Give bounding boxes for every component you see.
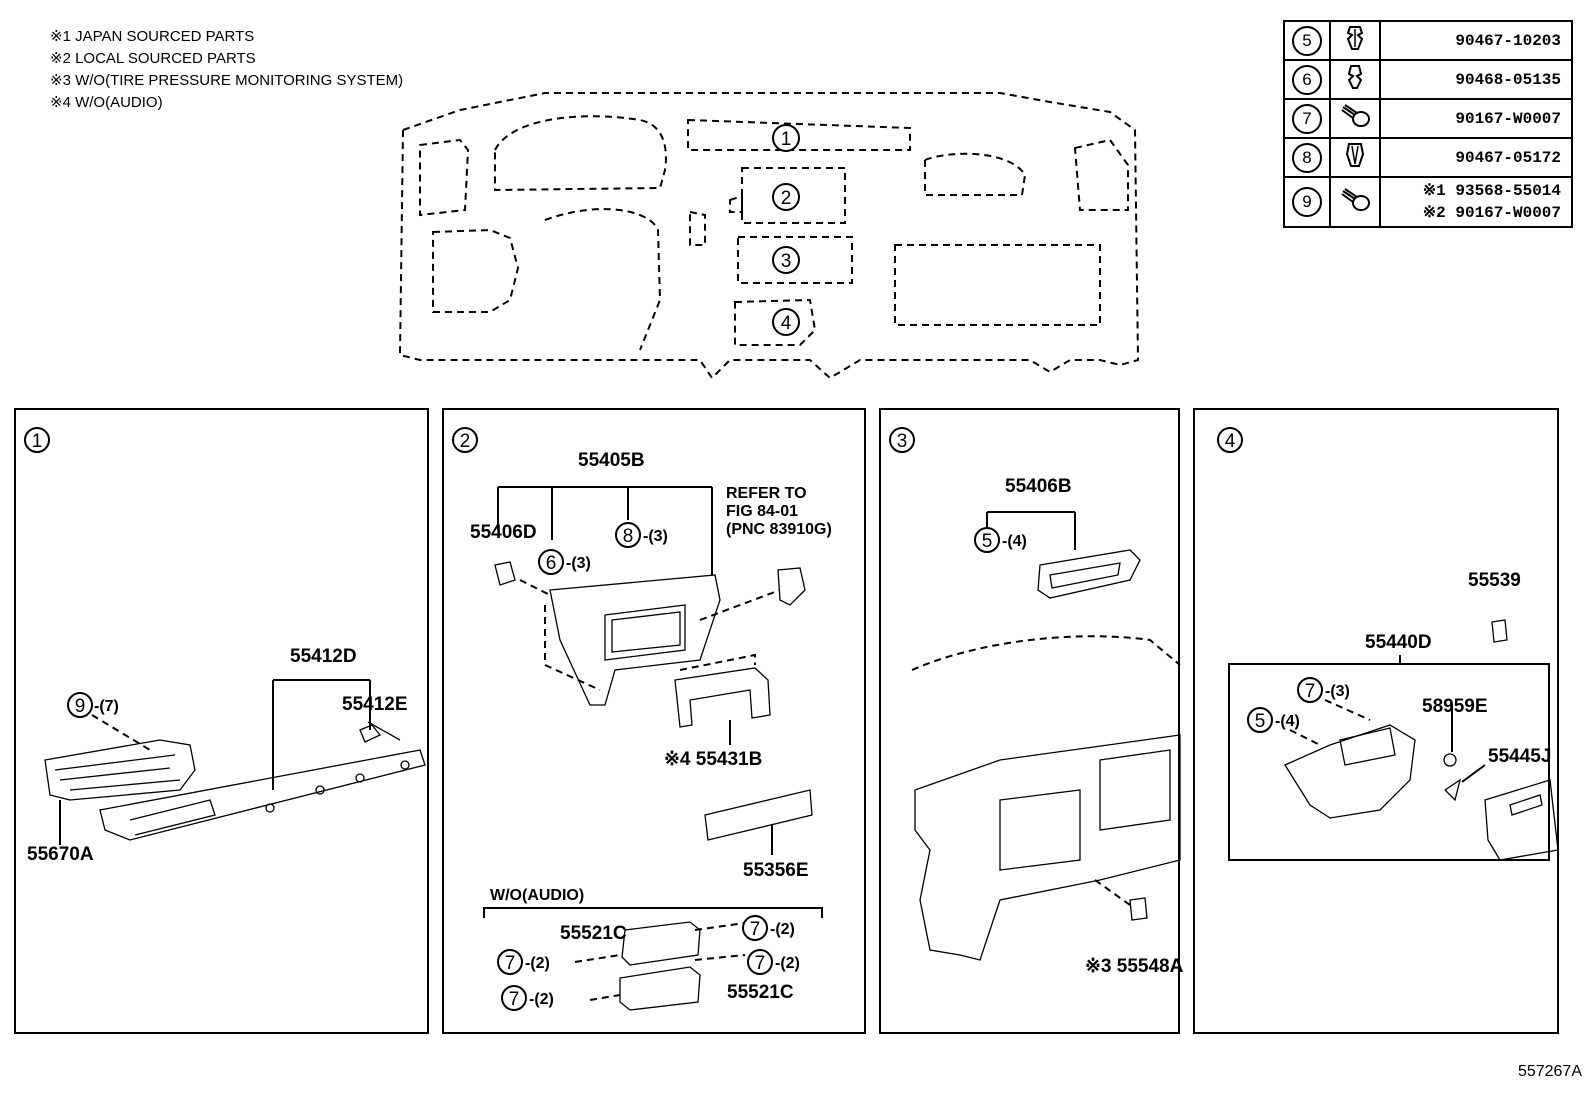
screw-callout: 9 [75,696,86,717]
legend-part-number: ※1 93568-55014 [1422,182,1561,200]
clip-qty: -(3) [566,555,591,572]
fastener-legend: 5 90467-10203 6 90468-05135 7 90167-W000… [1283,20,1573,228]
dashboard-overview [398,92,1140,380]
area-number: 2 [781,188,792,209]
note-2: ※2 LOCAL SOURCED PARTS [50,50,256,67]
part-label: 55539 [1468,570,1521,591]
screw-icon [1341,187,1370,211]
screw-qty: -(2) [529,991,554,1008]
part-label: 55356E [743,860,809,881]
part-label: 55440D [1365,632,1432,653]
diagram-code: 557267A [1517,1063,1582,1080]
panel-4-contents: 4 55539 55440D 7 -(3) 5 -(4) 58959E 5544… [1217,427,1559,861]
legend-row: 7 90167-W0007 [1283,98,1573,139]
clip-icon [1345,143,1365,167]
panel-number: 2 [460,431,471,452]
legend-row: 8 90467-05172 [1283,137,1573,178]
legend-number: 8 [1292,142,1322,173]
refer-note: REFER TO [726,485,807,502]
panel-number: 3 [897,431,908,452]
overview-callouts: 1 2 3 4 [772,124,800,336]
part-label: 55406B [1005,476,1072,497]
area-number: 1 [781,129,792,150]
refer-note: (PNC 83910G) [726,521,832,538]
clip-icon [1346,26,1364,50]
legend-row: 9 ※1 93568-55014 ※2 90167-W0007 [1283,176,1573,228]
clip-callout: 6 [546,553,557,574]
part-label: 55521C [560,923,627,944]
part-label: ※4 55431B [664,749,762,770]
note-3: ※3 W/O(TIRE PRESSURE MONITORING SYSTEM) [50,72,404,89]
detail-panel-2 [442,408,866,1034]
note-1: ※1 JAPAN SOURCED PARTS [50,28,255,45]
panel-number: 1 [32,431,43,452]
panel-3-contents: 3 55406B 5 -(4) ※3 55548A [889,427,1184,977]
clip-qty: -(4) [1002,533,1027,550]
legend-part-number: 90468-05135 [1379,59,1573,100]
part-label: 55406D [470,522,537,543]
screw-qty: -(2) [775,955,800,972]
part-label: ※3 55548A [1085,956,1184,977]
legend-part-number: 90467-10203 [1379,20,1573,61]
legend-number: 7 [1292,103,1322,134]
screw-callout: 7 [755,953,766,974]
area-number: 4 [781,313,792,334]
note-4: ※4 W/O(AUDIO) [50,94,163,111]
screw-qty: -(7) [94,698,119,715]
panel-number: 4 [1225,431,1236,452]
part-label: 55405B [578,450,645,471]
screw-qty: -(2) [525,955,550,972]
clip-callout: 8 [623,526,634,547]
clip-qty: -(4) [1275,713,1300,730]
legend-row: 5 90467-10203 [1283,20,1573,61]
part-label: 55412E [342,694,408,715]
screw-icon [1341,104,1370,127]
clip-icon [1347,65,1363,89]
clip-callout: 5 [982,531,993,552]
legend-number: 5 [1292,25,1322,56]
screw-callout: 7 [1305,681,1316,702]
panel-1-contents: 1 55412D 55412E 55670A 9 -(7) [24,427,426,865]
part-label: 55412D [290,646,357,667]
part-label: 55670A [27,844,94,865]
legend-number: 9 [1292,187,1322,217]
legend-row: 6 90468-05135 [1283,59,1573,100]
screw-callout: 7 [509,989,520,1010]
legend-part-number: ※2 90167-W0007 [1422,204,1561,222]
variant-label: W/O(AUDIO) [490,887,584,904]
screw-qty: -(2) [770,921,795,938]
detail-panel-1 [14,408,429,1034]
detail-panel-4 [1193,408,1559,1034]
clip-qty: -(3) [643,528,668,545]
screw-callout: 7 [505,953,516,974]
legend-number: 6 [1292,64,1322,95]
panel-2-contents: 2 55405B 55406D 6 -(3) 8 -(3) REFER TO F… [452,427,832,1011]
part-label: 55445J [1488,746,1551,767]
footnotes: ※1 JAPAN SOURCED PARTS ※2 LOCAL SOURCED … [50,26,403,114]
part-label: 58959E [1422,696,1488,717]
screw-qty: -(3) [1325,683,1350,700]
screw-callout: 7 [750,919,761,940]
legend-part-number: 90167-W0007 [1379,98,1573,139]
area-number: 3 [781,251,792,272]
refer-note: FIG 84-01 [726,503,798,520]
detail-panel-3 [879,408,1180,1034]
clip-callout: 5 [1255,711,1266,732]
legend-part-number: 90467-05172 [1379,137,1573,178]
part-label: 55521C [727,982,794,1003]
